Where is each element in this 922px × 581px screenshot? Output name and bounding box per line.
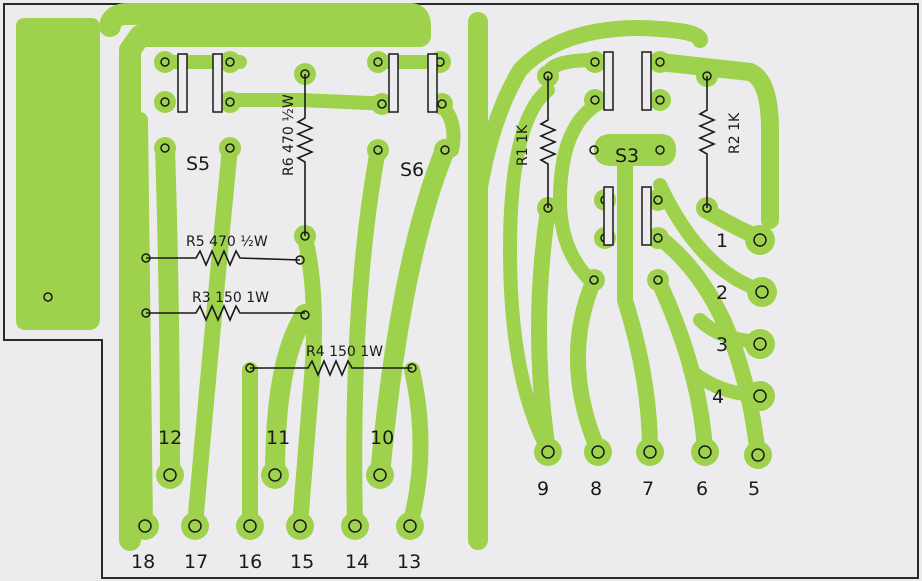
terminal-label: 3	[716, 334, 728, 356]
terminal-label: 7	[642, 478, 654, 500]
board-outline	[3, 3, 919, 579]
trace-7	[617, 142, 658, 458]
terminal-labels-bottom: 18 17 16 15 14 13	[131, 551, 421, 573]
trace-pad-2	[653, 178, 767, 297]
terminal-label: 4	[712, 386, 724, 408]
resistor-symbols	[146, 74, 717, 378]
switch-label-s3: S3	[615, 145, 639, 167]
terminal-label: 11	[266, 427, 290, 449]
trace-18	[132, 112, 153, 533]
resistor-labels: R6 470 ½W R5 470 ½W R3 150 1W R4 150 1W …	[186, 94, 743, 360]
top-bus-trace	[99, 3, 431, 551]
resistor-label-r3: R3 150 1W	[192, 290, 269, 306]
copper-layer	[16, 3, 779, 551]
ground-plane	[16, 18, 100, 330]
trace-8	[570, 272, 606, 458]
resistor-label-r5: R5 470 ½W	[186, 234, 268, 250]
center-trace-curve	[470, 20, 708, 208]
switch-bodies	[177, 51, 652, 246]
resistor-r4-symbol	[250, 358, 412, 378]
trace-6	[650, 272, 713, 458]
terminal-label: 16	[238, 551, 262, 573]
terminal-label: 18	[131, 551, 155, 573]
switch-labels: S5 S6 S3	[186, 145, 639, 181]
trace-13	[402, 362, 429, 533]
terminal-label: 2	[716, 282, 728, 304]
resistor-r2-symbol	[697, 76, 717, 208]
resistor-label-r6: R6 470 ½W	[281, 94, 297, 176]
terminal-label: 12	[158, 427, 182, 449]
trace-9	[531, 202, 556, 458]
terminal-label: 14	[345, 551, 369, 573]
resistor-r1-symbol	[538, 76, 558, 208]
trace-12	[155, 138, 180, 485]
terminal-label: 1	[716, 230, 728, 252]
terminal-labels-middle: 12 11 10	[158, 427, 394, 449]
terminal-label: 15	[290, 551, 314, 573]
resistor-label-r1: R1 1K	[515, 124, 531, 166]
switch-label-s6: S6	[400, 159, 424, 181]
terminal-label: 8	[590, 478, 602, 500]
pad-holes	[43, 57, 769, 533]
terminal-labels-right-side: 1 2 3 4	[712, 230, 728, 408]
resistor-r3-symbol	[146, 303, 305, 323]
terminal-label: 5	[748, 478, 760, 500]
switch-label-s5: S5	[186, 153, 210, 175]
terminal-label: 6	[696, 478, 708, 500]
trace-14	[346, 142, 386, 533]
terminal-label: 10	[370, 427, 394, 449]
trace-5	[652, 230, 766, 463]
trace-left-loop	[503, 83, 555, 457]
trace-s3-right	[651, 53, 779, 229]
terminal-label: 13	[397, 551, 421, 573]
trace-11	[265, 305, 315, 485]
trace-17	[187, 140, 238, 533]
trace-15	[292, 230, 322, 533]
resistor-label-r4: R4 150 1W	[306, 344, 383, 360]
resistor-r5-symbol	[146, 248, 301, 268]
resistor-label-r2: R2 1K	[727, 112, 743, 154]
terminal-labels-right-bottom: 9 8 7 6 5	[537, 478, 760, 500]
trace-10	[370, 140, 455, 485]
trace-mid-curve	[553, 93, 612, 287]
resistor-r6-symbol	[295, 74, 315, 236]
terminal-label: 9	[537, 478, 549, 500]
terminal-label: 17	[184, 551, 208, 573]
s5-s6-link-trace	[221, 93, 399, 111]
s3-center-pad	[594, 134, 676, 166]
